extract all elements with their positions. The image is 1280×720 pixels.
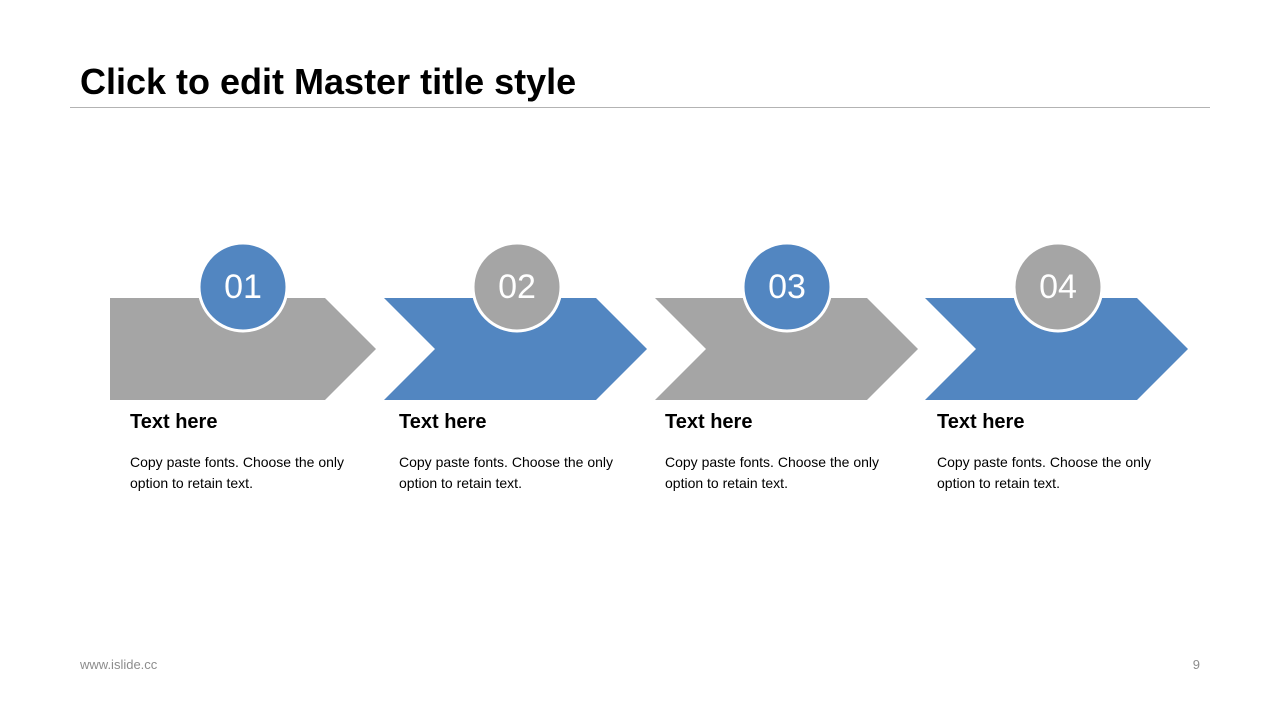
step-2-number: 02	[498, 268, 536, 306]
step-3-number: 03	[768, 268, 806, 306]
step-4-number: 04	[1039, 268, 1077, 306]
step-1-arrow	[110, 298, 376, 400]
title-divider	[70, 107, 1210, 108]
step-2-text: Text here Copy paste fonts. Choose the o…	[399, 408, 639, 494]
step-3-circle	[741, 241, 833, 333]
step-3-heading: Text here	[665, 411, 753, 433]
step-3-description: Copy paste fonts. Choose the only option…	[665, 454, 880, 491]
step-2-circle	[471, 241, 563, 333]
step-1-circle	[197, 241, 289, 333]
step-3-arrow	[655, 298, 918, 400]
footer-url: www.islide.cc	[80, 657, 158, 672]
step-1-description: Copy paste fonts. Choose the only option…	[130, 454, 345, 491]
slide-title: Click to edit Master title style	[80, 61, 577, 102]
step-4-description: Copy paste fonts. Choose the only option…	[937, 454, 1152, 491]
step-4-heading: Text here	[937, 411, 1025, 433]
step-4-circle	[1012, 241, 1104, 333]
step-2-heading: Text here	[399, 411, 487, 433]
step-1-number: 01	[224, 268, 262, 306]
step-3-text: Text here Copy paste fonts. Choose the o…	[665, 408, 905, 494]
step-1-heading: Text here	[130, 411, 218, 433]
step-2-description: Copy paste fonts. Choose the only option…	[399, 454, 614, 491]
page-number: 9	[1192, 657, 1200, 672]
step-4-arrow	[925, 298, 1188, 400]
step-1-text: Text here Copy paste fonts. Choose the o…	[130, 408, 370, 494]
step-2-arrow	[384, 298, 647, 400]
step-4-text: Text here Copy paste fonts. Choose the o…	[937, 408, 1177, 494]
